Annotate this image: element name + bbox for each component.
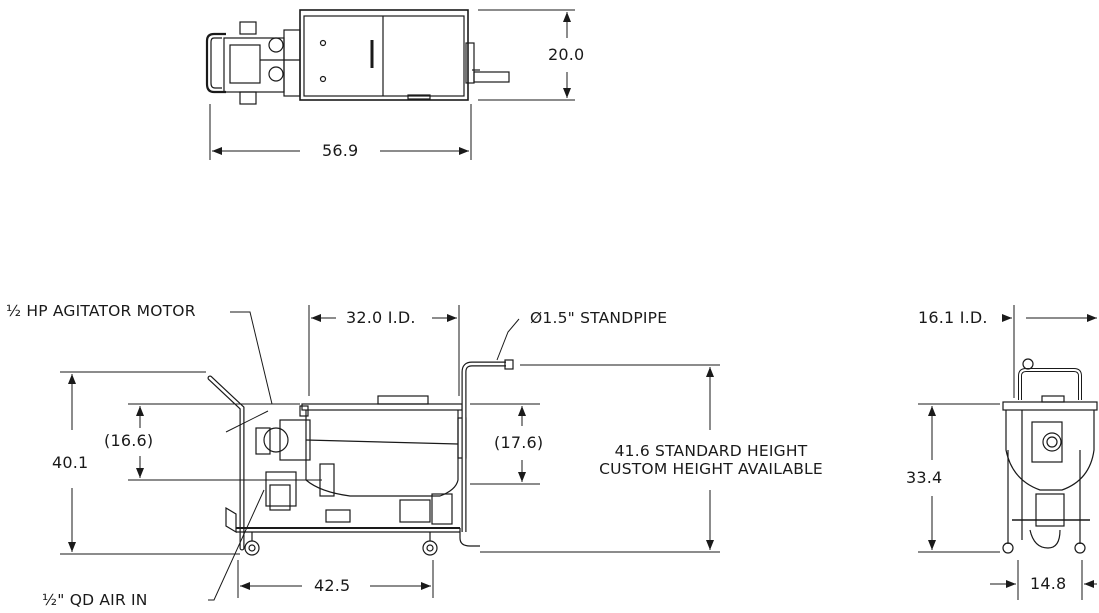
agitator-motor-fraction: ½ (6, 302, 22, 320)
side-view (207, 359, 514, 556)
end-view-dims (918, 305, 1097, 600)
overall-height-dimension: 40.1 (52, 453, 89, 472)
end-width-dimension: 14.8 (1030, 574, 1067, 593)
top-width-dimension: 20.0 (548, 45, 585, 64)
end-height-dimension: 33.4 (906, 468, 943, 487)
air-in-text: QD AIR IN (69, 591, 148, 609)
left-depth-dimension: (16.6) (104, 431, 154, 450)
standpipe-label: Ø1.5" STANDPIPE (530, 309, 668, 327)
tank-id-dimension: 32.0 I.D. (346, 308, 416, 327)
agitator-motor-text: HP AGITATOR MOTOR (26, 302, 196, 320)
wheelbase-dimension: 42.5 (314, 576, 351, 595)
end-tank-id-dimension: 16.1 I.D. (918, 308, 988, 327)
air-in-fraction: ½" (42, 591, 65, 609)
agitator-motor-label: ½ HP AGITATOR MOTOR (6, 302, 196, 320)
top-length-dimension: 56.9 (322, 141, 359, 160)
side-view-dims (60, 305, 720, 601)
standard-height-line2: CUSTOM HEIGHT AVAILABLE (599, 460, 823, 478)
top-view-dims (209, 9, 575, 160)
air-in-label: ½" QD AIR IN (42, 591, 148, 609)
top-view (205, 9, 510, 105)
right-depth-dimension: (17.6) (494, 433, 544, 452)
end-view (1002, 358, 1098, 554)
standard-height-label: 41.6 STANDARD HEIGHT CUSTOM HEIGHT AVAIL… (580, 442, 842, 478)
standard-height-line1: 41.6 STANDARD HEIGHT (614, 442, 808, 460)
